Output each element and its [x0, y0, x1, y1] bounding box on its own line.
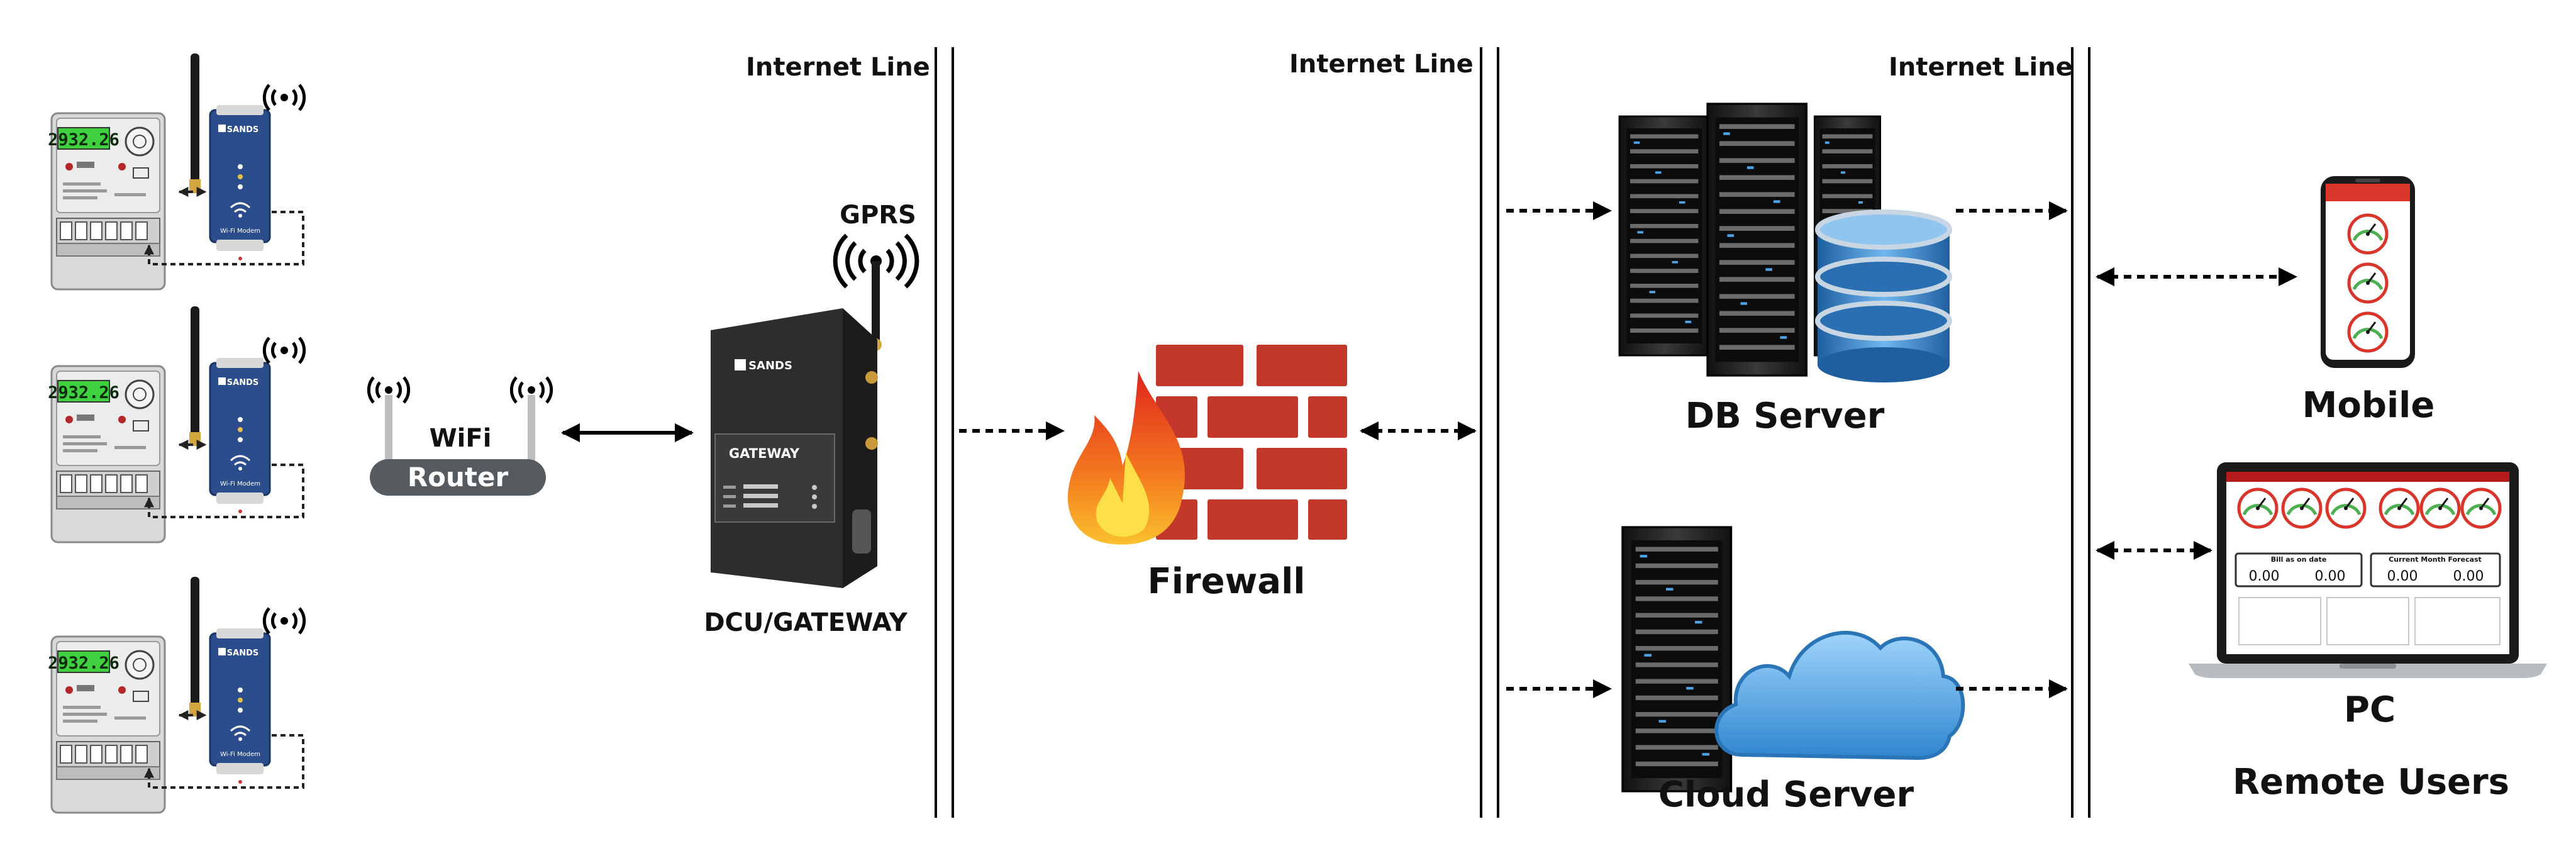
meter-modem-unit-1: 2932.26 SANDS Wi-Fi Modem [48, 53, 304, 289]
pc-card-1-value-a: 0.00 [2249, 569, 2280, 584]
pc-card-2-value-b: 0.00 [2453, 569, 2484, 584]
modem-brand: SANDS [227, 125, 258, 135]
pc-label: PC [2344, 689, 2396, 730]
pc-card-2-title: Current Month Forecast [2389, 555, 2482, 564]
router-label: Router [408, 462, 509, 493]
mobile-phone-icon: Mobile [2302, 176, 2435, 426]
internet-line-label-3: Internet Line [1889, 53, 2073, 82]
pc-card-1-title: Bill as on date [2271, 555, 2327, 564]
router-wireless-icon-right [509, 376, 553, 404]
modem-brand: SANDS [227, 378, 258, 387]
remote-users-label: Remote Users [2233, 762, 2509, 803]
internet-line-label-2: Internet Line [1289, 50, 1474, 79]
router-wifi-label: WiFi [430, 424, 492, 453]
cloud-server-icon: Cloud Server [1621, 526, 1965, 815]
meter-reading: 2932.26 [48, 383, 119, 403]
modem-caption: Wi-Fi Modem [220, 751, 260, 758]
internet-line-label-1: Internet Line [746, 53, 930, 82]
modem-brand: SANDS [227, 649, 258, 658]
gateway-panel-title: GATEWAY [729, 446, 800, 461]
cloud-server-label: Cloud Server [1658, 774, 1914, 815]
meter-modem-unit-2: 2932.26 SANDS Wi-Fi Modem [48, 306, 304, 542]
gprs-label: GPRS [840, 201, 916, 230]
mobile-label: Mobile [2302, 385, 2435, 426]
meter-reading: 2932.26 [48, 654, 119, 673]
pc-card-2-value-a: 0.00 [2387, 569, 2418, 584]
divider-3 [2071, 47, 2090, 818]
firewall-icon: Firewall [1067, 341, 1351, 602]
gateway-brand: SANDS [748, 359, 792, 372]
gateway-device: SANDS GATEWAY DCU/GATEWAY [704, 261, 908, 637]
meter-modem-unit-3: 2932.26 SANDS Wi-Fi Modem [48, 577, 304, 813]
db-server-icon: DB Server [1618, 103, 1952, 437]
divider-1 [935, 47, 954, 818]
router-wireless-icon-left [367, 376, 411, 404]
cloud-icon [1714, 631, 1965, 760]
db-server-label: DB Server [1685, 396, 1885, 437]
database-icon [1815, 209, 1952, 382]
firewall-label: Firewall [1148, 561, 1306, 602]
wifi-router: WiFi Router [367, 376, 553, 496]
laptop-icon: Bill as on date Current Month Forecast 0… [2189, 462, 2547, 730]
modem-caption: Wi-Fi Modem [220, 228, 260, 235]
divider-2 [1480, 47, 1499, 818]
modem-caption: Wi-Fi Modem [220, 481, 260, 487]
gprs-icon [833, 233, 919, 289]
gateway-caption: DCU/GATEWAY [704, 608, 908, 637]
meter-reading: 2932.26 [48, 130, 119, 150]
pc-card-1-value-b: 0.00 [2315, 569, 2346, 584]
